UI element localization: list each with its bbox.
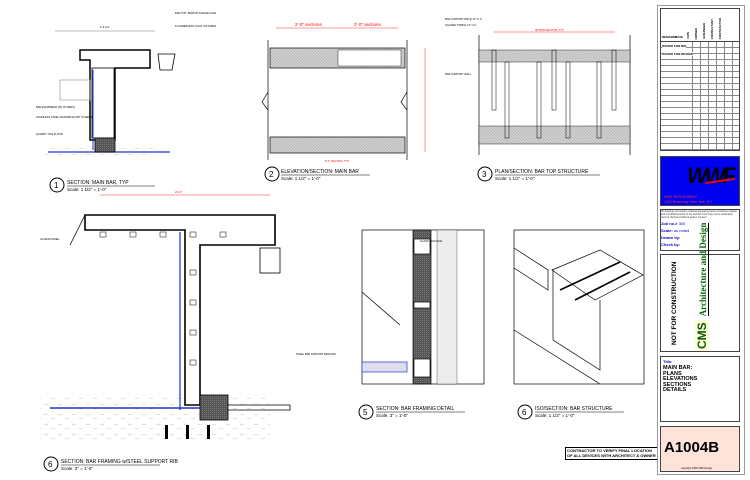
rev-col-consultant: CONSULTANT: [710, 18, 714, 39]
detail-2-elevation-main-bar: 2'-0" sections 2'-0" sections 8'-0" SECT…: [261, 22, 426, 163]
client-logo: WWF: [687, 163, 736, 188]
svg-text:6: 6: [522, 408, 527, 417]
sheet-title: Title: MAIN BAR: PLANS ELEVATIONS SECTIO…: [660, 356, 740, 422]
callout-label: GLASS BAR FACE: [420, 239, 442, 243]
callout-label: BAR SUPPORT WALL: [445, 72, 472, 76]
rev-col-cms: CMS: [686, 32, 690, 39]
sheet-number-panel: A1004B copyright 1999 CMS Design: [660, 426, 740, 472]
detail-5-bar-framing-detail: GLASS BAR FACE: [361, 229, 485, 385]
not-for-construction-stamp: NOT FOR CONSTRUCTION: [671, 261, 678, 345]
revision-row: ISSUED FOR BID: [662, 44, 687, 48]
rev-col-owner: OWNER: [694, 27, 698, 40]
svg-text:Scale: 1 1/2" = 1'-0": Scale: 1 1/2" = 1'-0": [67, 187, 107, 192]
client-address: 1501 Broadway, New York, N.Y.: [664, 200, 714, 204]
dimension-label: 2'-0" sections: [354, 22, 381, 27]
rev-col-contractor: CONTRACTOR: [718, 17, 722, 39]
svg-text:6: 6: [48, 460, 53, 469]
dimension-label: 2'-6 1/4": [100, 25, 110, 29]
callout-label: STAINLESS STEEL WATERPLAN (BY OTHERS): [36, 115, 93, 119]
contractor-note-line: CONTRACTOR TO VERIFY FINAL LOCATION: [567, 448, 652, 453]
svg-text:Scale: 3" = 1'-0": Scale: 3" = 1'-0": [376, 413, 408, 418]
contractor-note: CONTRACTOR TO VERIFY FINAL LOCATION OF A…: [565, 447, 658, 460]
svg-text:5: 5: [363, 408, 368, 417]
detail-6-iso-bar-structure: [513, 229, 645, 385]
revision-header: REMARKS DATE CMS OWNER ENGINEER CONSULTA…: [661, 9, 739, 42]
callout-label: QUARRY TILE FLOOR: [36, 132, 63, 136]
callout-label: BAR EQUIPMENT (BY OTHERS): [36, 105, 75, 109]
title-line: ELEVATIONS: [663, 376, 698, 382]
revision-table: REMARKS DATE CMS OWNER ENGINEER CONSULTA…: [660, 8, 740, 151]
svg-text:SECTION: BAR FRAMING DETAIL: SECTION: BAR FRAMING DETAIL: [376, 406, 454, 412]
svg-text:PLAN/SECTION: BAR TOP STRUCTUR: PLAN/SECTION: BAR TOP STRUCTURE: [495, 169, 589, 175]
svg-text:SECTION: BAR FRAMING w/STEEL S: SECTION: BAR FRAMING w/STEEL SUPPORT RIB: [61, 459, 179, 465]
svg-text:3: 3: [482, 170, 487, 179]
callout-label: ACCESS PANEL: [40, 237, 60, 241]
copyright: copyright 1999 CMS Design: [681, 467, 713, 470]
svg-text:SECTION: MAIN BAR, TYP: SECTION: MAIN BAR, TYP: [67, 180, 129, 186]
job-number: Job no.# 300: [661, 221, 686, 226]
detail-6-bar-framing-plan: 21'-0" ACCESS PANEL STEEL BAR SUPPORT BR…: [40, 190, 337, 440]
callout-label: SQUARE TUBING 12" O.C.: [445, 23, 477, 27]
client-logo-panel: WWF WWF RESTAURANT 1501 Broadway, New Yo…: [660, 156, 740, 206]
rev-col-date: DATE: [675, 35, 683, 39]
callout-label: FLUORESCENT LIGHT FIXTURES: [175, 24, 216, 28]
svg-text:1: 1: [54, 181, 59, 190]
svg-text:Scale: 1 1/2" = 1'-0": Scale: 1 1/2" = 1'-0": [281, 176, 321, 181]
title-label: Title:: [663, 359, 673, 364]
checked-by: Check by:: [661, 242, 681, 247]
contractor-note-line: OF ALL DEVICES WITH ARCHITECT & OWNER: [567, 452, 656, 458]
callout-label: BAR TOP: BARTOP & EDGE FACE: [175, 11, 217, 15]
title-line: SECTIONS: [663, 381, 692, 388]
dimension-label: 48" BAR SECTION, TYP: [535, 28, 564, 32]
rev-col-engineer: ENGINEER: [702, 23, 706, 39]
client-name: WWF RESTAURANT: [664, 195, 698, 199]
sheet-number: A1004B: [664, 439, 720, 456]
legal-notes: All drawings and written material appear…: [661, 210, 737, 219]
dimension-label: 8'-0" SECTION, TYP: [325, 159, 349, 163]
title-block: REMARKS DATE CMS OWNER ENGINEER CONSULTA…: [657, 5, 745, 475]
title-line: PLANS: [663, 370, 682, 377]
drawn-by: Drawn by:: [661, 235, 681, 240]
callout-label: BAR SUPPORT RIB @ 24" O.C.: [445, 17, 483, 21]
detail-1-section-main-bar: 2'-6 1/4" BAR TOP: BARTOP & EDGE FACE FL…: [36, 11, 217, 158]
callout-label: STEEL BAR SUPPORT BRACKET: [296, 352, 337, 356]
scale: Scale: as noted: [661, 228, 690, 233]
svg-text:ELEVATION/SECTION: MAIN BAR: ELEVATION/SECTION: MAIN BAR: [281, 169, 359, 175]
title-line: MAIN BAR:: [663, 365, 693, 371]
firm-panel: NOT FOR CONSTRUCTION CMS Architecture an…: [660, 222, 740, 352]
dimension-label: 2'-0" sections: [295, 22, 322, 27]
svg-text:Scale: 1 1/2" = 1'-0": Scale: 1 1/2" = 1'-0": [495, 176, 535, 181]
svg-text:2: 2: [269, 170, 274, 179]
firm-logo: CMS Architecture and Design: [695, 222, 709, 351]
revision-row: ISSUED FOR REVIEW: [662, 52, 694, 56]
svg-text:Scale: 1 1/2" = 1'-0": Scale: 1 1/2" = 1'-0": [535, 413, 575, 418]
detail-3-plan-bar-top-structure: BAR SUPPORT RIB @ 24" O.C. SQUARE TUBING…: [445, 17, 631, 155]
detail-title-3: 3 PLAN/SECTION: BAR TOP STRUCTUREScale: …: [477, 166, 600, 182]
svg-text:ISO/SECTION: BAR STRUCTURE: ISO/SECTION: BAR STRUCTURE: [535, 406, 613, 412]
rev-col-remarks: REMARKS: [662, 35, 678, 39]
dimension-label: 21'-0": [175, 190, 182, 194]
detail-title-6-framing: 6 SECTION: BAR FRAMING w/STEEL SUPPORT R…: [43, 456, 179, 472]
svg-text:Scale: 3" = 1'-0": Scale: 3" = 1'-0": [61, 466, 93, 471]
title-line: DETAILS: [663, 387, 687, 393]
project-info: All drawings and written material appear…: [660, 209, 740, 251]
